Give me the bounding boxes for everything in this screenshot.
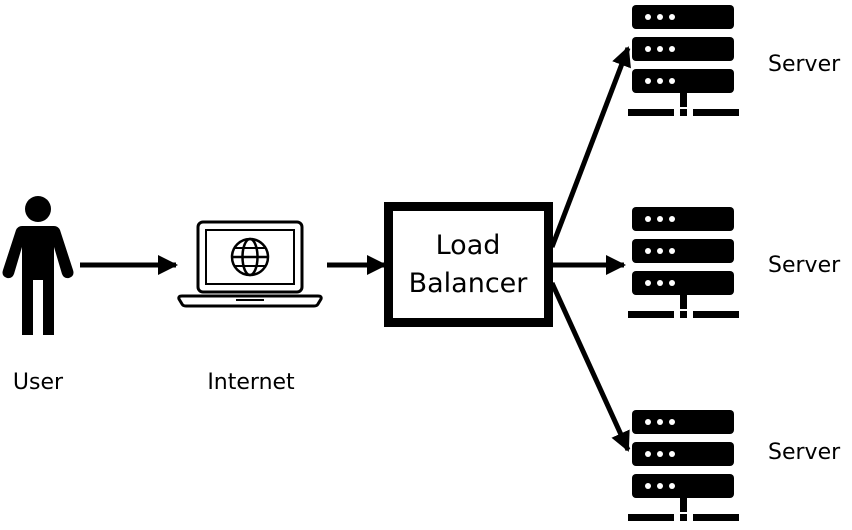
server-middle-label: Server — [768, 253, 841, 278]
arrow-to-server-bottom — [549, 281, 631, 452]
server-rack-icon — [628, 207, 739, 318]
server-top-label: Server — [768, 52, 841, 77]
globe-icon — [230, 237, 270, 277]
load-balancer-label-line1: Load — [436, 230, 501, 261]
server-top: Server — [628, 5, 841, 116]
load-balancer-box: Load Balancer — [384, 202, 553, 327]
laptop-globe-icon — [177, 220, 323, 308]
server-bottom-label: Server — [768, 440, 841, 465]
person-icon — [2, 196, 74, 335]
arrow-to-server-top — [549, 46, 631, 248]
server-rack-icon — [628, 5, 739, 116]
internet-label: Internet — [207, 370, 295, 395]
server-rack-icon — [628, 410, 739, 521]
server-middle: Server — [628, 207, 841, 318]
user-label: User — [13, 370, 64, 395]
load-balancer-label-line2: Balancer — [409, 268, 529, 299]
server-bottom: Server — [628, 410, 841, 521]
